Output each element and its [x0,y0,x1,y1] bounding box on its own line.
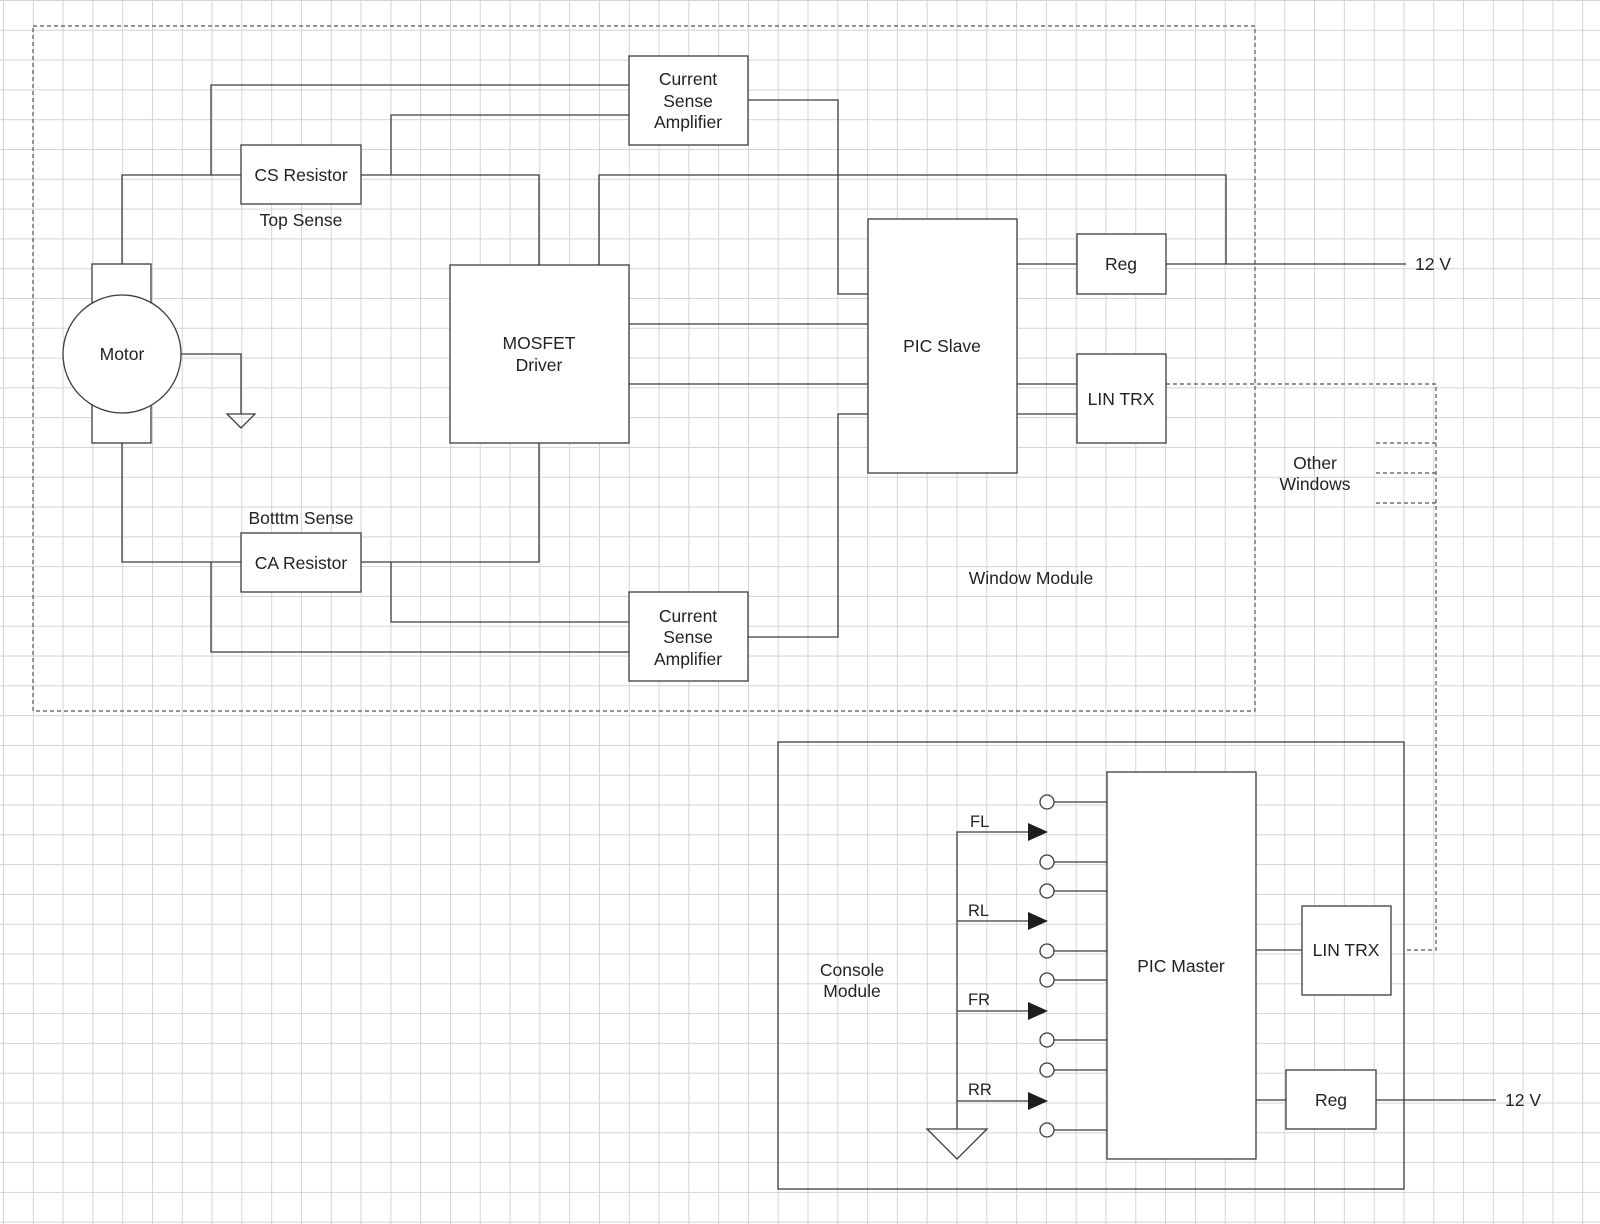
console-reg: Reg [1285,1069,1377,1130]
console-reg-label: Reg [1315,1090,1347,1110]
mosfet-driver: MOSFET Driver [449,264,630,444]
window-module-boundary [32,25,1256,712]
amp-bottom-line3: Amplifier [654,649,722,669]
window-reg-label: Reg [1105,254,1137,274]
amp-top-line1: Current [659,69,717,89]
switch-contact [1039,972,1055,988]
current-sense-amplifier-top: Current Sense Amplifier [628,55,749,146]
pic-slave: PIC Slave [867,218,1018,474]
mosfet-line1: MOSFET [503,333,576,353]
switch-contacts [1028,794,1107,1138]
switch-label-rr: RR [968,1081,992,1099]
cs-resistor: CS Resistor [240,144,362,205]
top-sense-label: Top Sense [260,210,343,230]
motor-label: Motor [100,344,145,364]
console-lin-trx: LIN TRX [1301,905,1392,996]
window-module-wires [121,84,1406,653]
window-module-label: Window Module [969,568,1094,588]
lin-bus [1166,383,1437,951]
switch-labels: FL RL FR RR [968,813,992,1099]
switch-arrow [1028,912,1048,930]
console-module-boundary [777,741,1405,1190]
console-module-line2: Module [823,981,880,1001]
switch-contact [1039,794,1055,810]
window-lin-trx-label: LIN TRX [1088,389,1155,409]
amp-top-line2: Sense [663,91,713,111]
console-12v-label: 12 V [1505,1090,1541,1110]
amp-top-line3: Amplifier [654,112,722,132]
window-lin-trx: LIN TRX [1076,353,1167,444]
window-12v-label: 12 V [1415,254,1451,274]
bottom-sense-label: Botttm Sense [248,508,353,528]
console-wires [925,831,1496,1160]
amp-bottom-line2: Sense [663,627,713,647]
pic-slave-label: PIC Slave [903,336,981,356]
switch-contact [1039,1062,1055,1078]
console-module-line1: Console [820,960,884,980]
other-windows-line2: Windows [1280,474,1351,494]
switch-contact [1039,943,1055,959]
switch-arrow [1028,823,1048,841]
switch-contact [1039,854,1055,870]
current-sense-amplifier-bottom: Current Sense Amplifier [628,591,749,682]
window-reg: Reg [1076,233,1167,295]
amp-bottom-line1: Current [659,606,717,626]
switch-contact [1039,1122,1055,1138]
ca-resistor: CA Resistor [240,532,362,593]
switch-arrow [1028,1092,1048,1110]
pic-master: PIC Master [1106,771,1257,1160]
console-lin-trx-label: LIN TRX [1313,940,1380,960]
switch-contact [1039,883,1055,899]
ca-resistor-label: CA Resistor [255,553,348,573]
switch-label-rl: RL [968,902,989,920]
other-windows-line1: Other [1293,453,1337,473]
switch-arrow [1028,1002,1048,1020]
motor: Motor [62,263,182,444]
switch-contact [1039,1032,1055,1048]
mosfet-line2: Driver [516,355,563,375]
pic-master-label: PIC Master [1137,956,1225,976]
switch-label-fl: FL [970,813,989,831]
switch-label-fr: FR [968,991,990,1009]
cs-resistor-label: CS Resistor [254,165,348,185]
